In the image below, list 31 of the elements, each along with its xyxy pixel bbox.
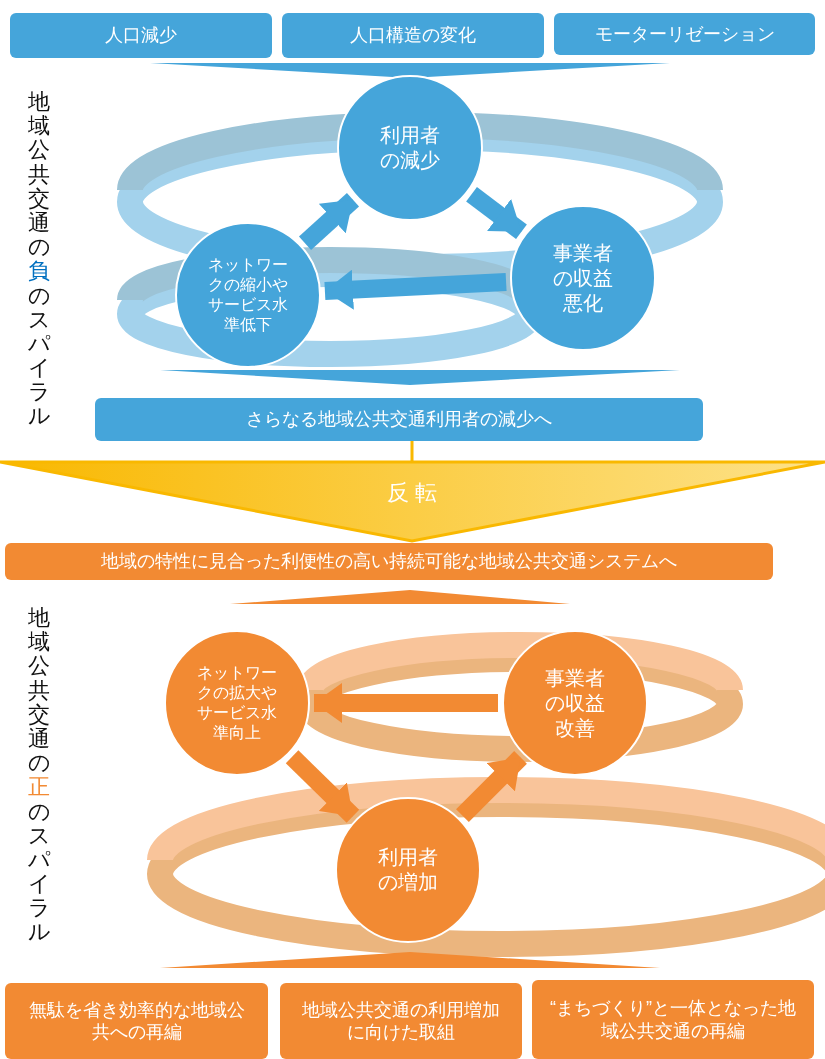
block-arrow: [285, 750, 360, 823]
text-banner: [532, 980, 814, 1059]
vertical-title: 地域公共交通の負のスパイラル: [28, 90, 50, 429]
node-text: 利用者の減少: [379, 123, 441, 173]
text-banner: [10, 13, 272, 58]
block-arrow: [314, 683, 498, 723]
node-text: 利用者の増加: [377, 845, 439, 895]
node-text: 人口構造の変化: [350, 24, 476, 47]
node-text: 事業者の収益悪化: [552, 240, 614, 316]
block-arrow: [298, 193, 360, 250]
chevron-arrow: [0, 439, 825, 543]
text-banner: [554, 13, 815, 55]
text-banner: [280, 983, 522, 1059]
node-text: “まちづくり”と一体となった地域公共交通の再編: [549, 997, 797, 1042]
block-arrow: [324, 269, 507, 310]
node-text: 無駄を省き効率的な地域公共への再編: [27, 998, 246, 1044]
node-text: 事業者の収益改善: [544, 665, 606, 741]
vertical-title: 地域公共交通の正のスパイラル: [28, 606, 50, 945]
text-banner: [5, 983, 268, 1059]
block-arrow: [466, 187, 527, 239]
edge-label: 反 転: [385, 479, 439, 507]
node-text: 地域公共交通の利用増加に向けた取組: [301, 998, 501, 1044]
node-text: さらなる地域公共交通利用者の減少へ: [246, 408, 552, 431]
node-text: モーターリゼーション: [594, 22, 775, 46]
node-text: ネットワークの拡大やサービス水準向上: [196, 663, 278, 743]
text-banner: [5, 543, 773, 580]
node-text: 地域の特性に見合った利便性の高い持続可能な地域公共交通システムへ: [101, 550, 677, 573]
node-text: ネットワークの縮小やサービス水準低下: [207, 255, 289, 335]
text-banner: [95, 398, 703, 441]
node-text: 人口減少: [105, 24, 177, 47]
text-banner: [282, 13, 544, 58]
